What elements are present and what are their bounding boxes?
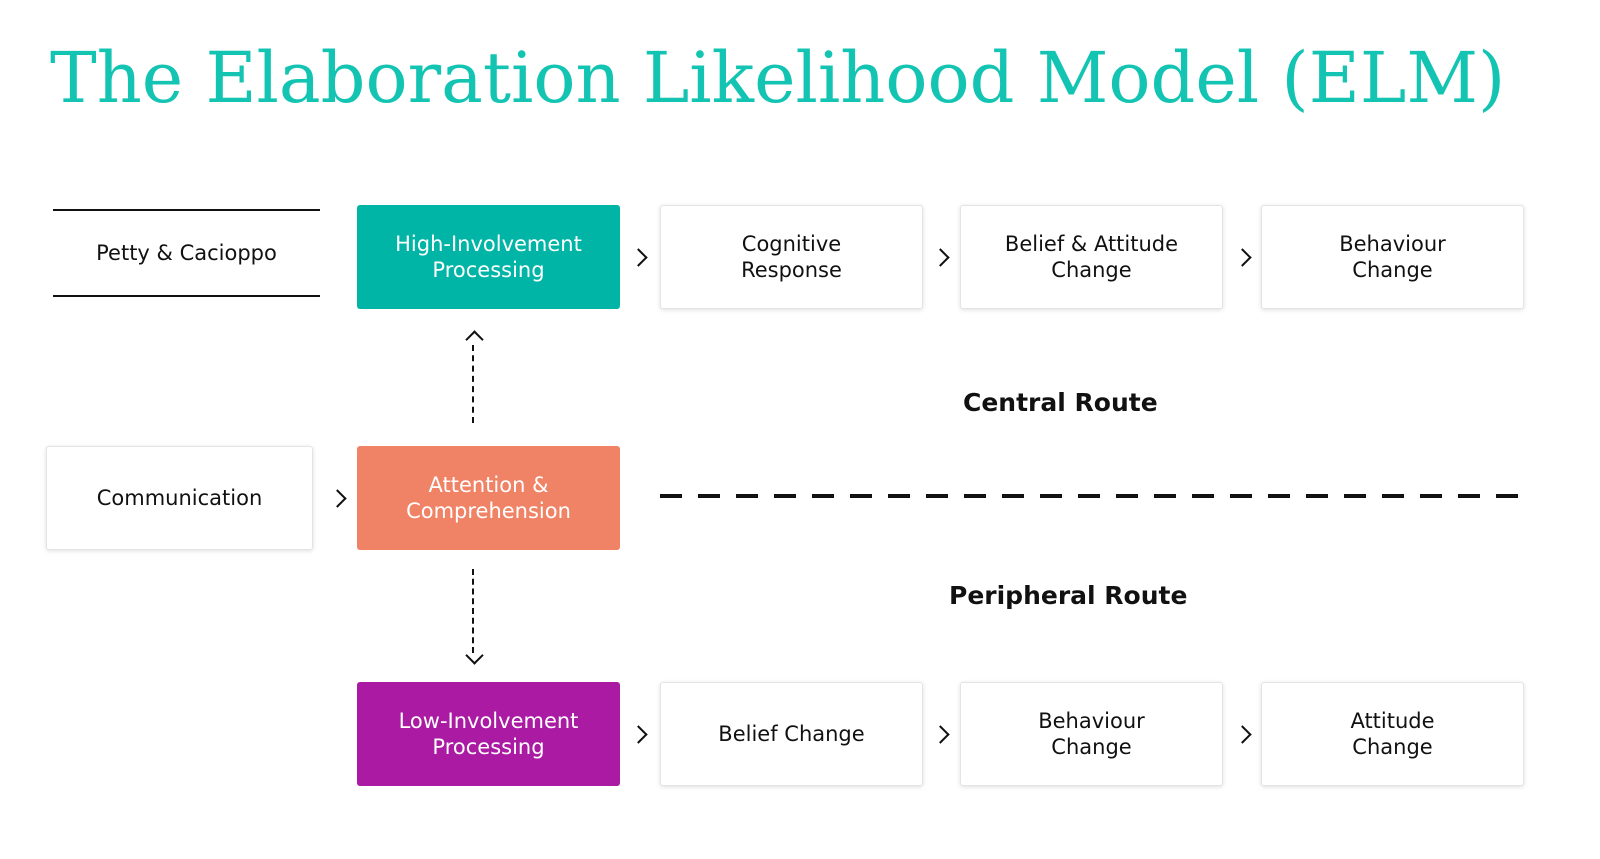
dashed-connector-down bbox=[472, 569, 474, 653]
route-divider-dashed-line bbox=[660, 494, 1520, 498]
attention-comprehension-box: Attention &Comprehension bbox=[357, 446, 620, 550]
chevron-right-icon bbox=[1233, 248, 1252, 267]
chevron-right-icon bbox=[629, 725, 648, 744]
central-route-label: Central Route bbox=[963, 388, 1158, 417]
author-credit: Petty & Cacioppo bbox=[53, 209, 320, 297]
chevron-right-icon bbox=[931, 248, 950, 267]
chevron-right-icon bbox=[1233, 725, 1252, 744]
diagram-title: The Elaboration Likelihood Model (ELM) bbox=[50, 37, 1506, 119]
dashed-connector-up bbox=[472, 345, 474, 423]
chevron-up-icon bbox=[465, 330, 484, 349]
communication-box: Communication bbox=[46, 446, 313, 550]
chevron-right-icon bbox=[328, 489, 347, 508]
peripheral-route-label: Peripheral Route bbox=[949, 581, 1188, 610]
chevron-right-icon bbox=[931, 725, 950, 744]
chevron-right-icon bbox=[629, 248, 648, 267]
belief-change-box: Belief Change bbox=[660, 682, 923, 786]
chevron-down-icon bbox=[465, 646, 484, 665]
